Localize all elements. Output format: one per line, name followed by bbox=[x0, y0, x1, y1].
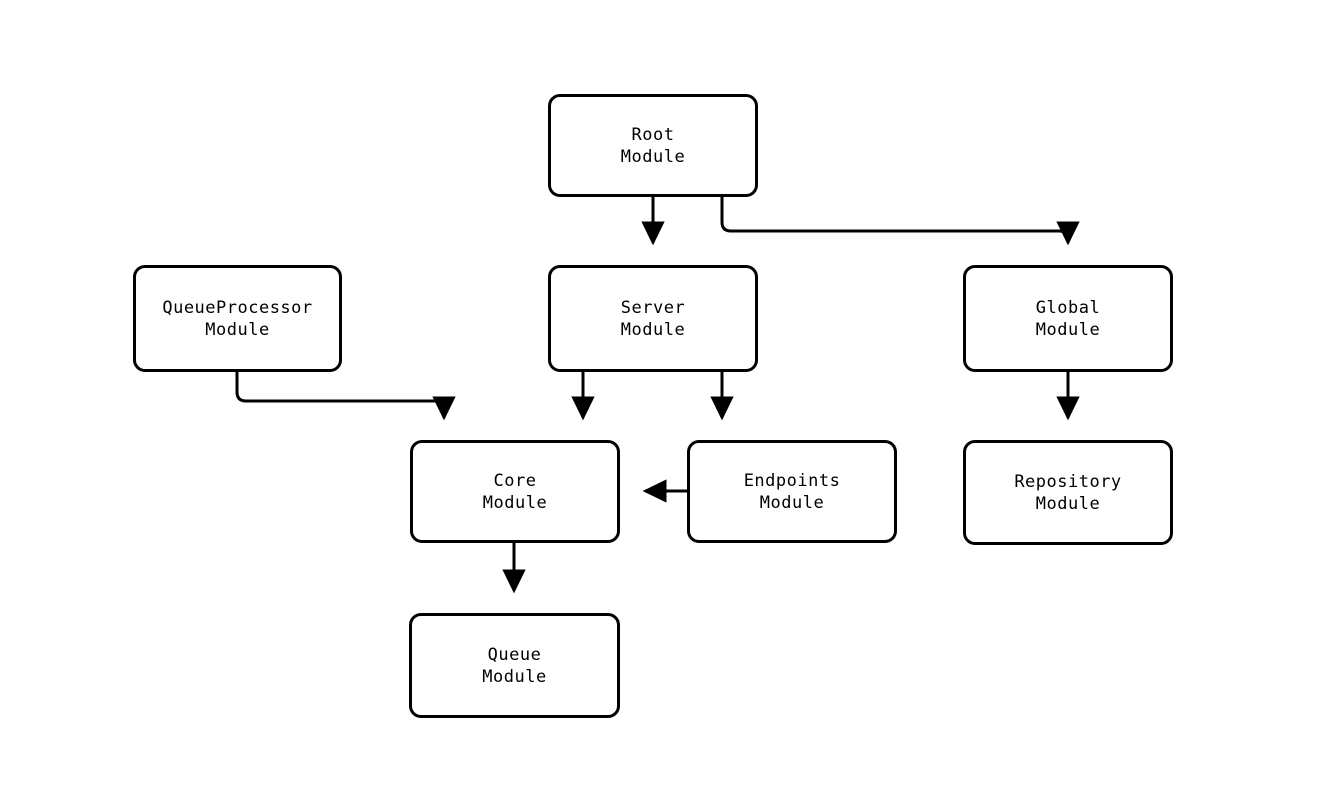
node-core-module[interactable]: Core Module bbox=[410, 440, 620, 543]
edge-root-to-global bbox=[720, 197, 1080, 246]
node-queue-module-label-line1: Queue bbox=[487, 644, 542, 665]
node-repository-module[interactable]: Repository Module bbox=[963, 440, 1173, 545]
edge-queueprocessor-to-core bbox=[235, 372, 456, 421]
node-repository-module-label-line2: Module bbox=[1035, 493, 1101, 514]
node-repository-module-label-line1: Repository bbox=[1014, 471, 1122, 492]
node-queue-module[interactable]: Queue Module bbox=[409, 613, 620, 718]
node-endpoints-module-label-line1: Endpoints bbox=[743, 470, 841, 491]
node-endpoints-module-label-line2: Module bbox=[759, 492, 825, 513]
node-core-module-label-line2: Module bbox=[482, 492, 548, 513]
node-global-module-label-line1: Global bbox=[1035, 297, 1101, 318]
node-queueprocessor-module-label-line2: Module bbox=[205, 319, 270, 340]
node-endpoints-module[interactable]: Endpoints Module bbox=[687, 440, 897, 543]
node-root-module-label-line1: Root bbox=[631, 124, 675, 145]
node-root-module[interactable]: Root Module bbox=[548, 94, 758, 197]
node-server-module-label-line2: Module bbox=[620, 319, 686, 340]
node-global-module[interactable]: Global Module bbox=[963, 265, 1173, 372]
node-root-module-label-line2: Module bbox=[620, 146, 686, 167]
node-queueprocessor-module[interactable]: QueueProcessor Module bbox=[133, 265, 342, 372]
node-queue-module-label-line2: Module bbox=[482, 666, 547, 687]
node-global-module-label-line2: Module bbox=[1035, 319, 1101, 340]
node-core-module-label-line1: Core bbox=[493, 470, 537, 491]
node-queueprocessor-module-label-line1: QueueProcessor bbox=[162, 297, 313, 318]
node-server-module-label-line1: Server bbox=[620, 297, 686, 318]
node-server-module[interactable]: Server Module bbox=[548, 265, 758, 372]
